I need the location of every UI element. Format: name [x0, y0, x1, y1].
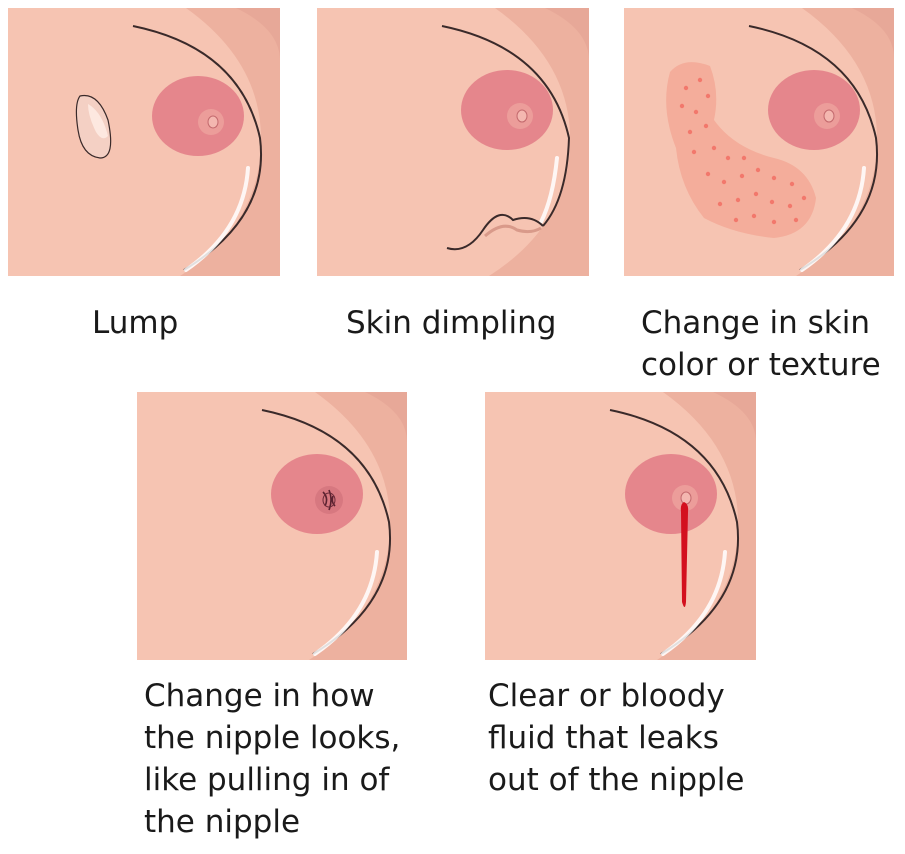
- skin-dimpling-illustration: [317, 8, 589, 276]
- caption-skin-change: Change in skin color or texture: [641, 305, 881, 383]
- lump-illustration: [8, 8, 280, 276]
- skin-texture-illustration: [624, 8, 894, 276]
- caption-skin-dimpling: Skin dimpling: [346, 305, 557, 341]
- nipple-retraction-illustration: [137, 392, 407, 660]
- caption-nipple-retraction: Change in how the nipple looks, like pul…: [144, 678, 401, 840]
- caption-nipple-discharge: Clear or bloody fluid that leaks out of …: [488, 678, 745, 798]
- caption-lump: Lump: [92, 305, 179, 341]
- nipple-discharge-illustration: [485, 392, 756, 660]
